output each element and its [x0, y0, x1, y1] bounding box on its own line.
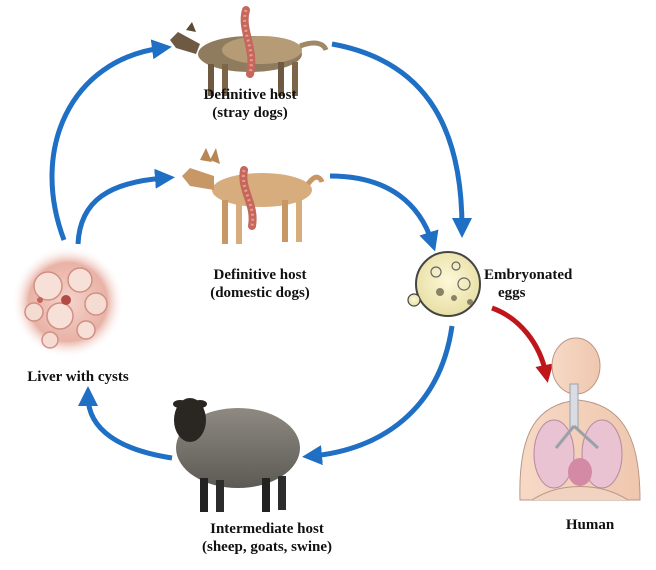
arrow-eggs-to-sheep: [312, 326, 452, 456]
stray-dog-subtitle: (stray dogs): [180, 104, 320, 122]
human-title: Human: [560, 516, 620, 534]
label-stray-dog: Definitive host (stray dogs): [180, 86, 320, 122]
human-respiratory-image: [520, 338, 640, 500]
sheep-subtitle: (sheep, goats, swine): [172, 538, 362, 556]
arrow-eggs-to-human: [492, 308, 546, 374]
label-eggs: Embryonated eggs: [484, 266, 580, 302]
domestic-dog-title: Definitive host: [180, 266, 340, 284]
arrow-stray-dog-to-eggs: [332, 44, 462, 228]
arrow-domestic-dog-to-eggs: [330, 176, 432, 242]
eggs-title: Embryonated: [484, 266, 580, 284]
label-liver: Liver with cysts: [8, 368, 148, 386]
stray-dog-title: Definitive host: [180, 86, 320, 104]
arrow-liver-to-stray-dog: [52, 48, 162, 240]
liver-title: Liver with cysts: [8, 368, 148, 386]
domestic-dog-subtitle: (domestic dogs): [180, 284, 340, 302]
arrow-sheep-to-liver: [88, 396, 172, 458]
liver-cyst-image: [12, 246, 124, 358]
arrow-liver-to-domestic-dog: [78, 178, 165, 244]
sheep-image: [173, 398, 300, 512]
eggs-subtitle: eggs: [484, 284, 580, 302]
label-domestic-dog: Definitive host (domestic dogs): [180, 266, 340, 302]
sheep-title: Intermediate host: [172, 520, 362, 538]
egg-cluster-icon: [408, 252, 480, 316]
label-human: Human: [560, 516, 620, 534]
label-sheep: Intermediate host (sheep, goats, swine): [172, 520, 362, 556]
